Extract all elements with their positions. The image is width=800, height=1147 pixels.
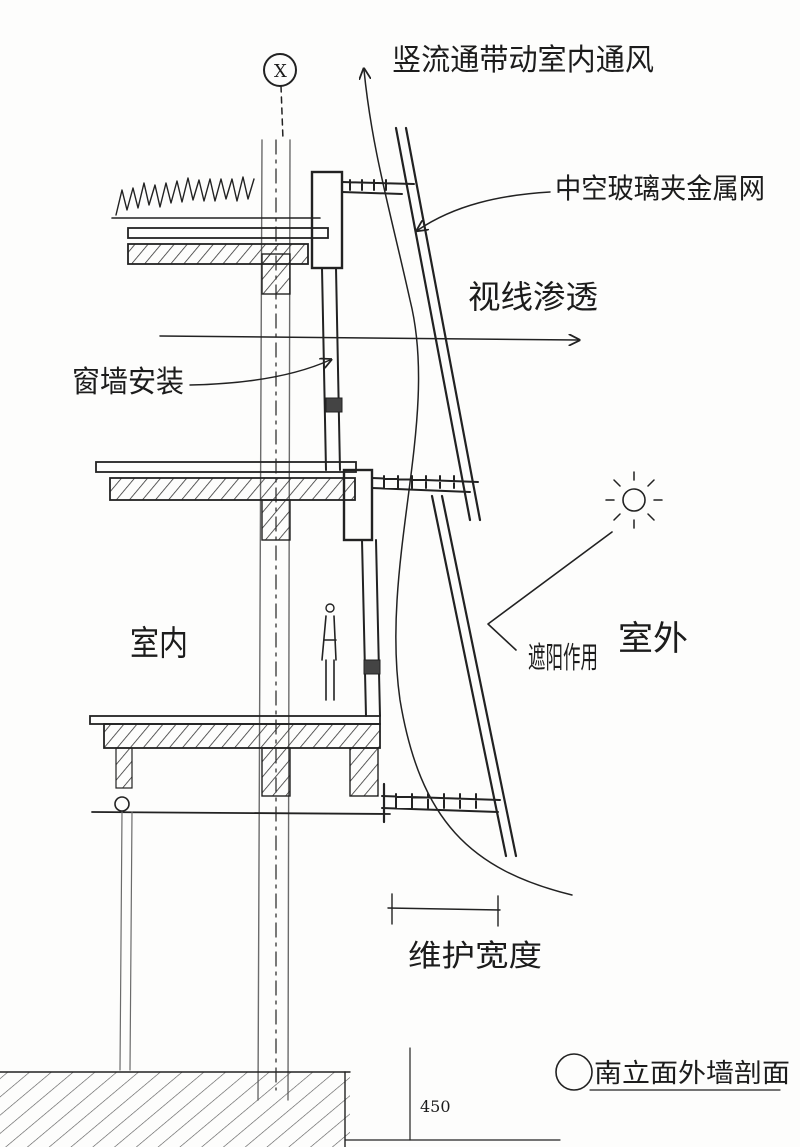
dimension-label: 450	[420, 1097, 451, 1116]
ground	[0, 1047, 561, 1147]
sunlight-arrow	[487, 531, 613, 651]
maintenance-width-dimension	[387, 893, 501, 927]
structural-column	[257, 139, 291, 1101]
window-wall-leader	[189, 360, 330, 386]
window-wall	[310, 170, 381, 717]
ventilation-label: 竖流通带动室内通风	[392, 43, 654, 78]
person-figure	[321, 603, 337, 701]
ground-floor-line	[91, 796, 391, 1071]
support-brackets	[341, 179, 501, 824]
roof-slab	[127, 227, 329, 295]
indoor-label: 室内	[130, 624, 188, 664]
glass-mesh-label: 中空玻璃夹金属网	[555, 172, 765, 205]
axis-marker	[263, 53, 297, 141]
roof-planting	[111, 176, 321, 219]
section-title-label: 南立面外墙剖面	[594, 1059, 790, 1089]
lower-slab	[89, 715, 381, 797]
ventilation-airflow-curve	[364, 70, 573, 896]
middle-slab	[95, 461, 357, 541]
axis-label: X	[274, 61, 287, 82]
window-install-label: 窗墙安装	[72, 365, 184, 400]
glass-mesh-leader	[418, 191, 551, 230]
shading-label: 遮阳作用	[528, 641, 598, 676]
sight-line-arrow	[159, 336, 578, 340]
outdoor-label: 室外	[618, 619, 688, 659]
sight-label: 视线渗透	[468, 278, 598, 316]
maintenance-width-label: 维护宽度	[408, 939, 542, 974]
sun-icon	[605, 471, 663, 529]
section-title-marker	[555, 1053, 593, 1091]
outer-glass-screen	[394, 126, 518, 858]
